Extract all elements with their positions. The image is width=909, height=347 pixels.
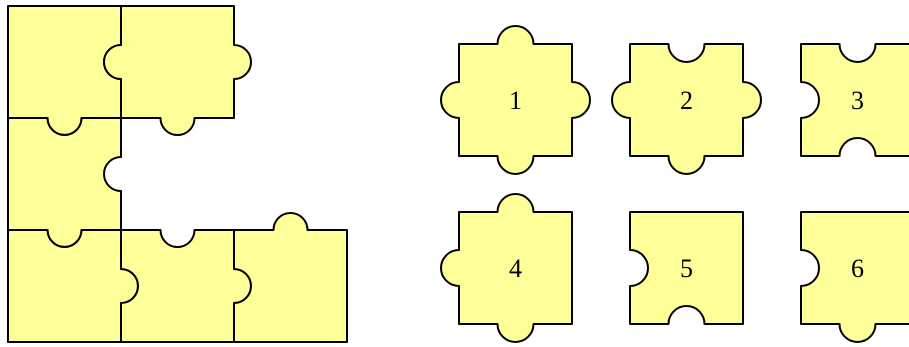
option-piece-shape bbox=[441, 194, 572, 342]
assembled-piece-r3c2 bbox=[121, 230, 251, 342]
assembled-puzzle bbox=[8, 6, 347, 342]
option-piece-6[interactable]: 6 bbox=[801, 212, 909, 342]
option-label: 2 bbox=[680, 86, 693, 115]
option-label: 6 bbox=[851, 254, 864, 283]
answer-options: 1 2 3 4 5 6 bbox=[441, 26, 909, 342]
option-piece-5[interactable]: 5 bbox=[630, 212, 743, 324]
assembled-piece-r1c2 bbox=[104, 6, 251, 135]
option-piece-1[interactable]: 1 bbox=[441, 26, 590, 174]
option-piece-2[interactable]: 2 bbox=[612, 44, 761, 174]
option-label: 1 bbox=[509, 86, 522, 115]
assembled-piece-r3c3 bbox=[234, 213, 347, 342]
option-piece-4[interactable]: 4 bbox=[441, 194, 572, 342]
option-piece-3[interactable]: 3 bbox=[801, 44, 909, 156]
assembled-piece-r1c1 bbox=[8, 6, 121, 135]
assembled-piece-r3c1 bbox=[8, 230, 138, 342]
option-label: 5 bbox=[680, 254, 693, 283]
option-label: 3 bbox=[851, 86, 864, 115]
option-label: 4 bbox=[509, 254, 522, 283]
assembled-piece-r2c1 bbox=[8, 118, 121, 247]
